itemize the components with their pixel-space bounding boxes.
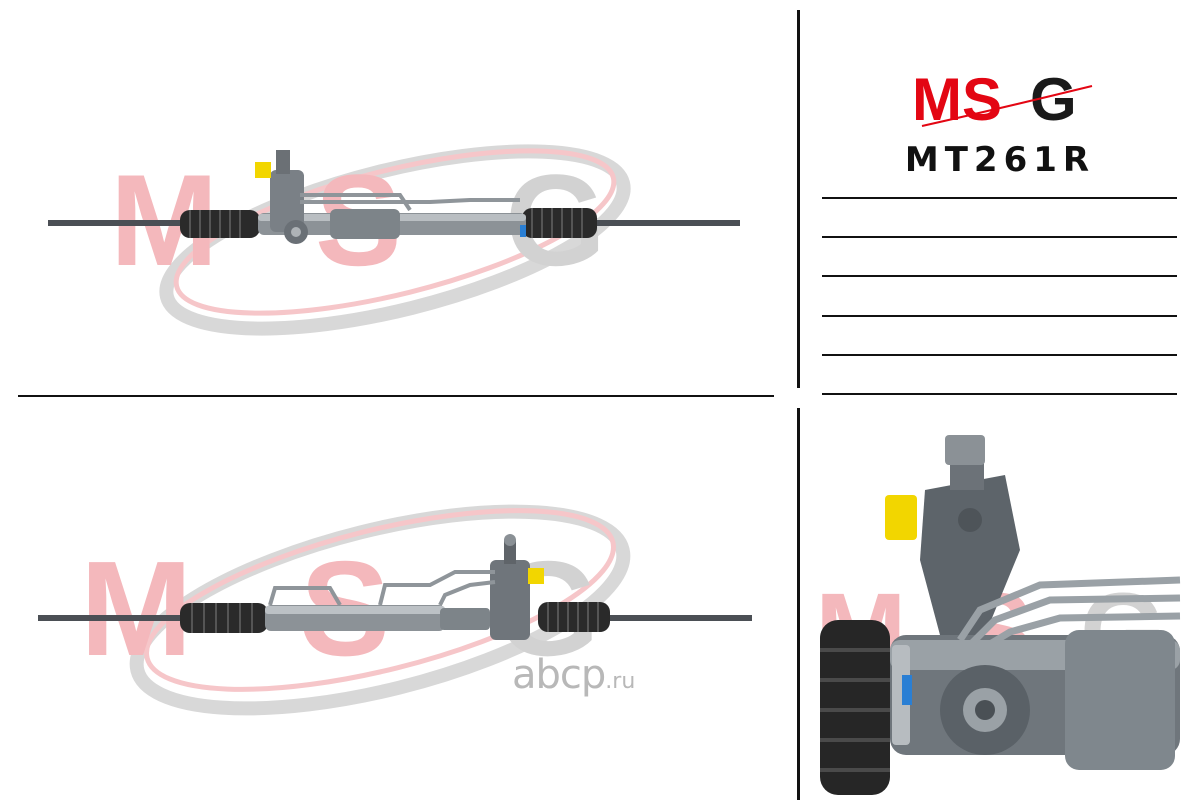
site-watermark: abcp.ru (512, 652, 635, 698)
spec-line (822, 393, 1177, 395)
msg-logo: MS G (912, 68, 1093, 132)
valve-closeup-photo: M S G (815, 435, 1181, 795)
part-number: MT261R (904, 140, 1096, 180)
rack-photo-top: M S G (48, 144, 740, 336)
vertical-divider-bottom (797, 408, 800, 800)
vertical-divider-top (797, 10, 800, 388)
svg-text:MS: MS (912, 68, 1002, 132)
spec-line (822, 197, 1177, 199)
horizontal-divider (18, 395, 774, 397)
spec-line (822, 275, 1177, 277)
svg-text:M: M (80, 533, 192, 684)
site-watermark-name: abcp (512, 652, 606, 698)
spec-line (822, 315, 1177, 317)
site-watermark-tld: .ru (605, 669, 636, 694)
spec-line (822, 236, 1177, 238)
spec-line (822, 354, 1177, 356)
rack-photo-bottom: M S G (38, 504, 752, 716)
